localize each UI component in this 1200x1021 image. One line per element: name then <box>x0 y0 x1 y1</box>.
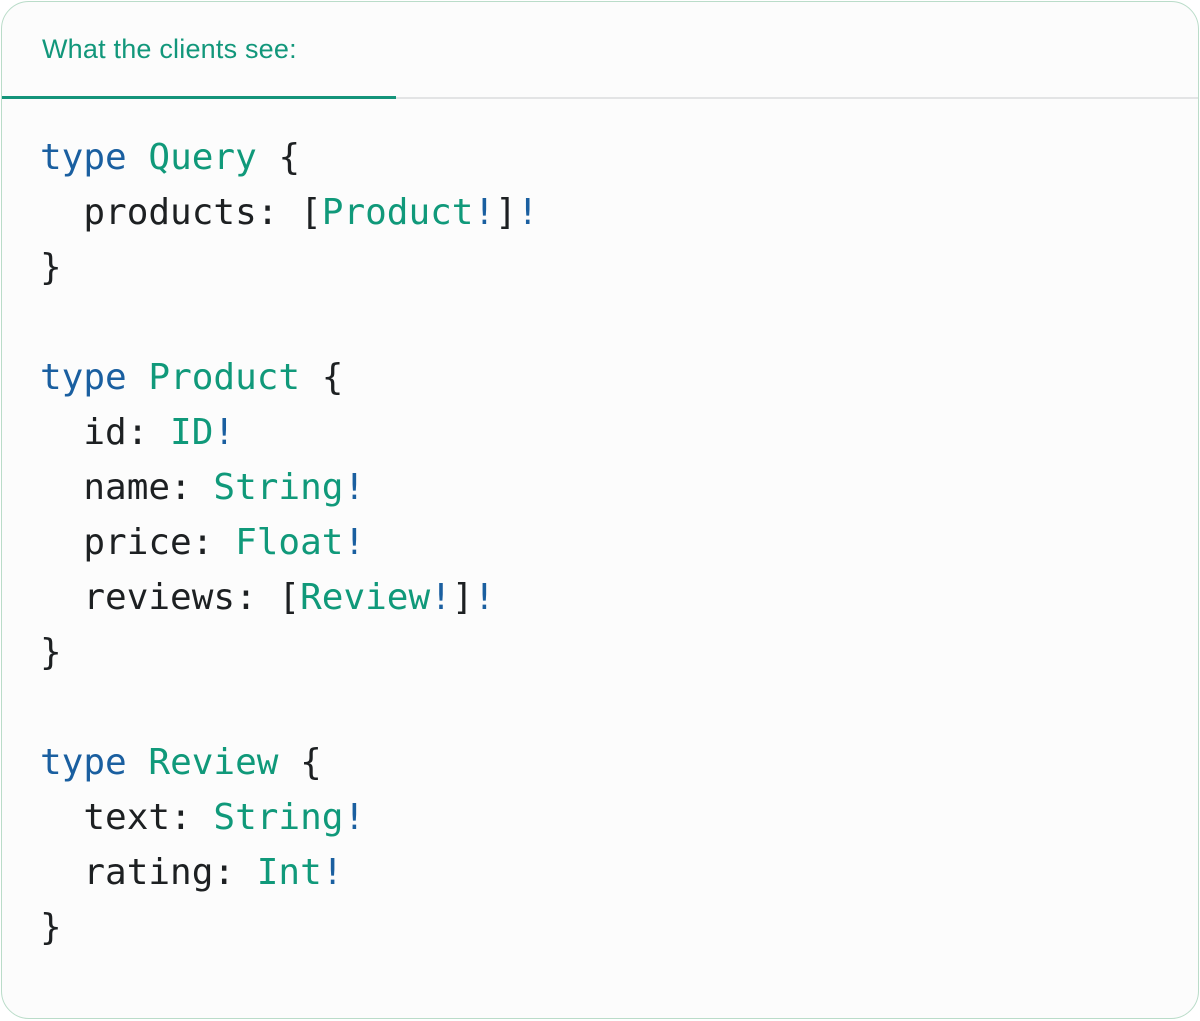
code-line <box>40 295 1178 350</box>
code-token-typename: Review <box>148 742 279 783</box>
active-tab-underline <box>2 96 396 99</box>
code-token-bang: ! <box>473 192 496 233</box>
code-token-typename: ID <box>170 412 214 453</box>
code-token-plain: id: <box>40 412 171 453</box>
code-token-typename: Product <box>321 192 474 233</box>
code-token-typename: Review <box>300 577 431 618</box>
code-token-plain: price: <box>40 522 236 563</box>
tab-label: What the clients see: <box>42 34 297 64</box>
code-token-bang: ! <box>321 852 344 893</box>
code-line: text: String! <box>40 790 1178 845</box>
code-token-bang: ! <box>430 577 452 618</box>
code-token-typename: Product <box>148 357 301 398</box>
code-token-typename: String <box>213 467 344 508</box>
code-line: type Query { <box>40 130 1178 185</box>
code-token-bang: ! <box>343 522 366 563</box>
code-line: type Review { <box>40 735 1178 790</box>
code-token-bang: ! <box>213 412 236 453</box>
code-line: } <box>40 625 1178 680</box>
code-token-plain: rating: <box>40 852 257 893</box>
code-token-plain: { <box>278 742 322 783</box>
code-token-plain: } <box>40 632 62 673</box>
code-token-plain <box>127 742 149 783</box>
code-token-bang: ! <box>473 577 496 618</box>
code-token-typename: Float <box>235 522 344 563</box>
code-line: } <box>40 240 1178 295</box>
code-token-keyword: type <box>40 357 127 398</box>
code-token-plain: ] <box>495 192 517 233</box>
header-divider <box>2 97 1198 99</box>
code-token-plain: reviews: [ <box>40 577 301 618</box>
code-token-plain: { <box>300 357 344 398</box>
tab-what-clients-see[interactable]: What the clients see: <box>2 2 396 99</box>
code-token-plain: products: [ <box>40 192 322 233</box>
code-token-plain: } <box>40 907 62 948</box>
code-token-plain <box>127 137 149 178</box>
code-token-keyword: type <box>40 137 127 178</box>
code-token-bang: ! <box>516 192 539 233</box>
code-line: reviews: [Review!]! <box>40 570 1178 625</box>
code-token-typename: String <box>213 797 344 838</box>
code-line: products: [Product!]! <box>40 185 1178 240</box>
code-line: type Product { <box>40 350 1178 405</box>
code-line <box>40 680 1178 735</box>
code-line: id: ID! <box>40 405 1178 460</box>
code-line: rating: Int! <box>40 845 1178 900</box>
code-token-plain: { <box>256 137 301 178</box>
code-token-plain: name: <box>40 467 214 508</box>
code-token-plain: text: <box>40 797 214 838</box>
code-token-plain: ] <box>451 577 474 618</box>
code-token-bang: ! <box>343 467 366 508</box>
code-token-typename: Int <box>256 852 322 893</box>
panel-header: What the clients see: <box>2 2 1198 99</box>
code-token-typename: Query <box>148 137 257 178</box>
code-token-plain <box>127 357 149 398</box>
code-token-plain: } <box>40 247 62 288</box>
code-token-bang: ! <box>343 797 366 838</box>
code-block: type Query { products: [Product!]!}type … <box>2 99 1198 955</box>
code-line: name: String! <box>40 460 1178 515</box>
code-token-keyword: type <box>40 742 127 783</box>
code-line: } <box>40 900 1178 955</box>
code-line: price: Float! <box>40 515 1178 570</box>
